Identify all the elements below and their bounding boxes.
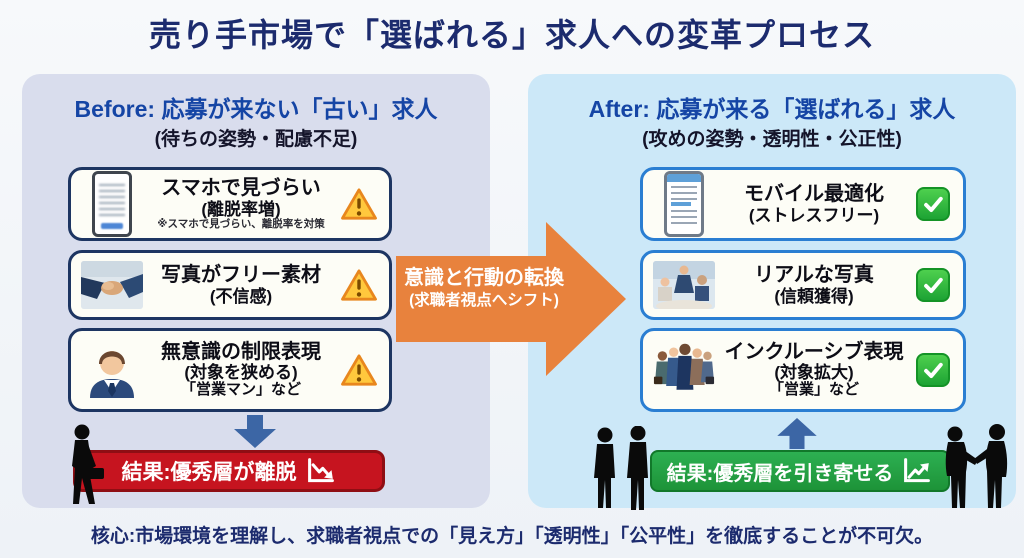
down-arrow-icon — [234, 415, 276, 448]
check-mark-icon — [913, 187, 953, 221]
after-heading: After: 応募が来る「選ばれる」求人 — [588, 96, 956, 122]
before-result-bar: 結果:優秀層が離脱 — [73, 450, 385, 492]
card-title: 写真がフリー素材 — [161, 264, 321, 287]
card-subtitle: (対象拡大) — [774, 363, 854, 383]
after-card-mobile: モバイル最適化 (ストレスフリー) — [640, 167, 966, 241]
real-team-photo-icon — [653, 261, 715, 309]
after-subheading: (攻めの姿勢・透明性・公正性) — [642, 129, 902, 150]
before-result-label: 結果:優秀層が離脱 — [121, 461, 297, 484]
before-heading: Before: 応募が来ない「古い」求人 — [74, 96, 438, 122]
warning-triangle-icon — [339, 187, 379, 221]
before-subheading: (待ちの姿勢・配慮不足) — [154, 129, 358, 150]
page-title: 売り手市場で「選ばれる」求人への変革プロセス — [148, 17, 875, 53]
footer-key-message: 核心:市場環境を理解し、求職者視点での「見え方」「透明性」「公平性」を徹底するこ… — [90, 526, 934, 547]
warning-triangle-icon — [339, 268, 379, 302]
before-card-wording: 無意識の制限表現 (対象を狭める) 「営業マン」など — [68, 328, 392, 412]
after-result-bar: 結果:優秀層を引き寄せる — [650, 450, 950, 492]
after-result-label: 結果:優秀層を引き寄せる — [666, 462, 894, 485]
warning-triangle-icon — [339, 353, 379, 387]
leaving-person-silhouette-icon — [72, 424, 104, 504]
card-example: 「営業マン」など — [180, 381, 301, 399]
card-subtitle: (離脱率増) — [201, 199, 281, 219]
transition-label: 意識と行動の転換 — [404, 267, 564, 289]
card-subtitle: (対象を狭める) — [184, 363, 298, 383]
transition-sublabel: (求職者視点へシフト) — [409, 292, 559, 309]
up-arrow-icon — [777, 418, 817, 449]
handshake-people-silhouette-icon — [945, 424, 1008, 508]
card-title: インクルーシブ表現 — [724, 340, 904, 363]
card-note: ※スマホで見づらい、離脱率を対策 — [157, 217, 325, 230]
declining-chart-icon — [307, 458, 334, 483]
before-card-mobile: スマホで見づらい (離脱率増) ※スマホで見づらい、離脱率を対策 — [68, 167, 392, 241]
card-title: スマホで見づらい — [161, 177, 321, 200]
check-mark-icon — [913, 268, 953, 302]
card-title: リアルな写真 — [754, 264, 874, 287]
stock-handshake-photo-icon — [81, 261, 143, 309]
blurry-smartphone-icon — [81, 171, 143, 237]
standing-people-silhouette-icon — [594, 426, 648, 510]
card-title: 無意識の制限表現 — [161, 340, 321, 363]
card-title: モバイル最適化 — [744, 183, 884, 206]
card-example: 「営業」など — [768, 381, 859, 399]
card-subtitle: (ストレスフリー) — [748, 205, 880, 225]
businessman-avatar-icon — [81, 342, 143, 398]
before-card-photo: 写真がフリー素材 (不信感) — [68, 250, 392, 320]
after-card-wording: インクルーシブ表現 (対象拡大) 「営業」など — [640, 328, 966, 412]
after-card-photo: リアルな写真 (信頼獲得) — [640, 250, 966, 320]
check-mark-icon — [913, 353, 953, 387]
diverse-group-icon — [653, 342, 715, 398]
card-subtitle: (不信感) — [209, 286, 273, 306]
transition-arrow: 意識と行動の転換 (求職者視点へシフト) — [396, 220, 628, 378]
card-subtitle: (信頼獲得) — [774, 286, 854, 306]
rising-chart-icon — [904, 458, 931, 483]
optimized-smartphone-icon — [653, 171, 715, 237]
